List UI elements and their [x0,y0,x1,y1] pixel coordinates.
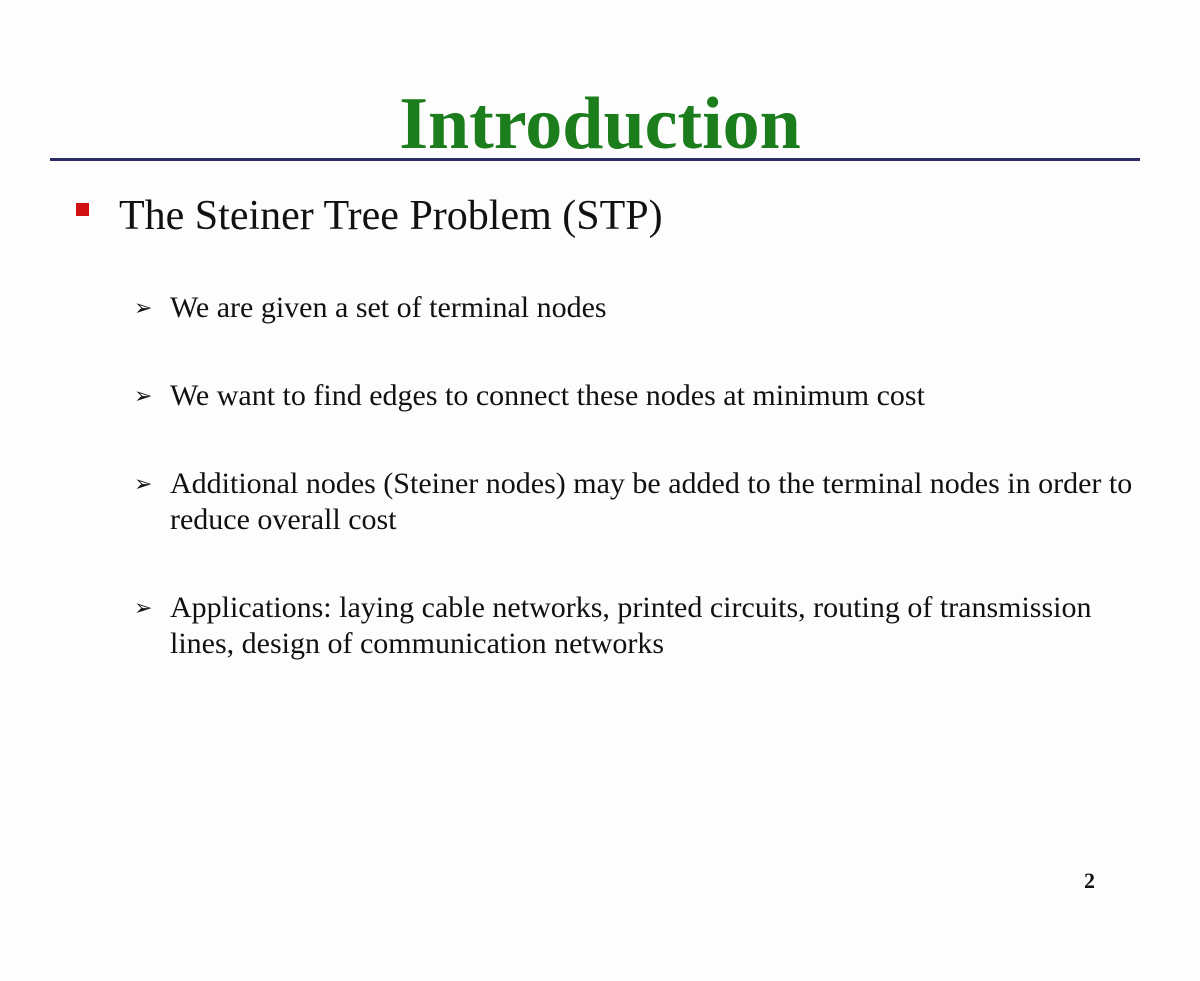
sub-bullet-text: We want to find edges to connect these n… [170,379,925,412]
title-divider [50,158,1140,161]
page-number: 2 [1084,868,1095,893]
sub-bullet: ➢ Additional nodes (Steiner nodes) may b… [134,466,1144,538]
sub-bullet: ➢ Applications: laying cable networks, p… [134,590,1144,662]
arrow-bullet-icon: ➢ [134,383,153,408]
arrow-bullet-icon: ➢ [134,295,153,320]
sub-bullet-text: We are given a set of terminal nodes [170,291,607,324]
sub-bullet-text: Additional nodes (Steiner nodes) may be … [170,467,1133,536]
red-square-bullet-icon [76,202,89,216]
sub-bullet-text: Applications: laying cable networks, pri… [170,591,1092,660]
arrow-bullet-icon: ➢ [134,471,153,496]
slide-title: Introduction [399,83,801,165]
sub-bullet: ➢ We are given a set of terminal nodes [134,290,1144,326]
main-bullet-text: The Steiner Tree Problem (STP) [119,193,663,239]
sub-bullet: ➢ We want to find edges to connect these… [134,378,1144,414]
main-bullet: The Steiner Tree Problem (STP) [76,192,663,240]
arrow-bullet-icon: ➢ [134,595,153,620]
